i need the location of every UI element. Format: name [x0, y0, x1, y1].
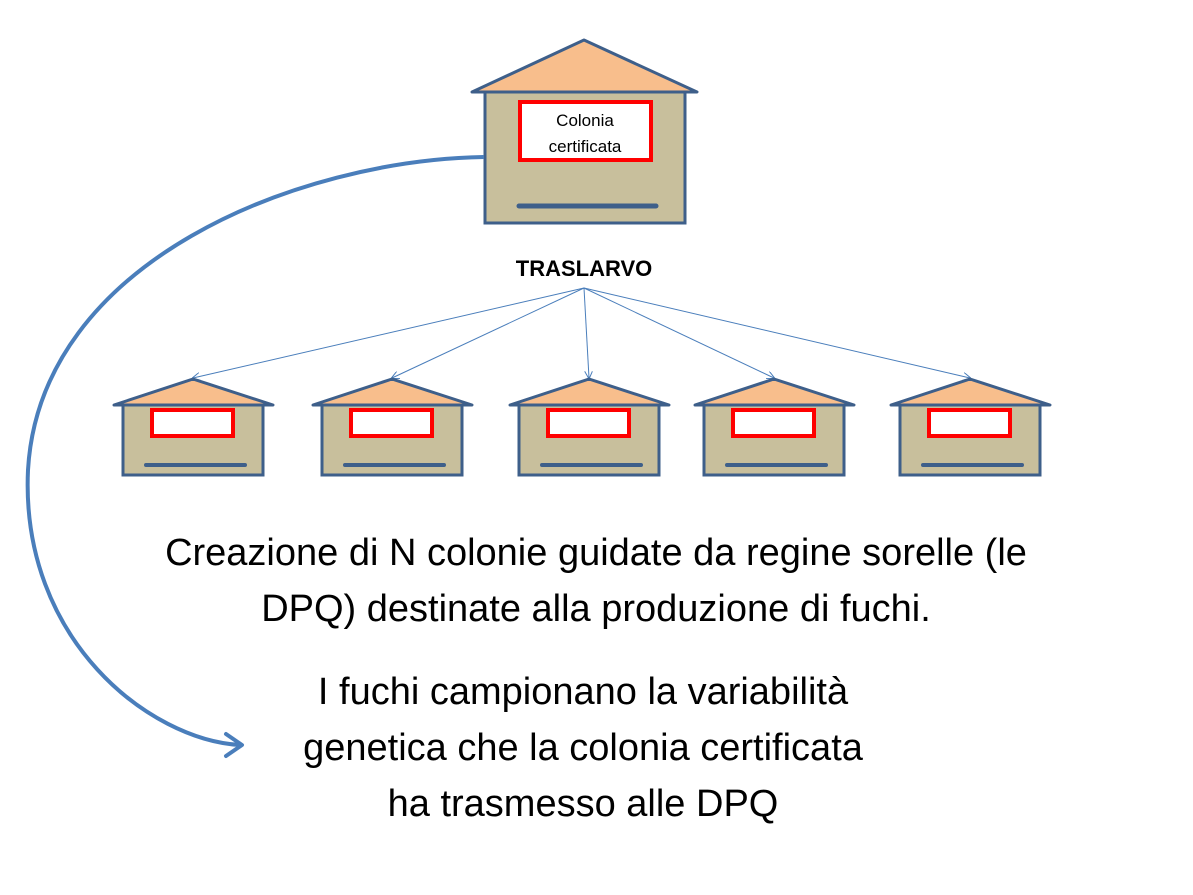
traslarvo-label: TRASLARVO — [515, 256, 653, 281]
paragraph-2: I fuchi campionano la variabilità geneti… — [183, 664, 983, 832]
distribution-arrow — [392, 287, 585, 378]
label-window — [150, 408, 235, 438]
daughter-colony-house — [508, 377, 671, 477]
certified-colony-label: Colonia certificata — [548, 111, 622, 156]
label-window — [731, 408, 816, 438]
daughter-colony-house — [889, 377, 1052, 477]
roof — [470, 38, 699, 94]
label-window — [518, 100, 653, 162]
roof — [693, 377, 856, 407]
daughter-colony-house — [693, 377, 856, 477]
paragraph-2-line: genetica che la colonia certificata — [303, 727, 863, 769]
distribution-arrow — [583, 287, 774, 378]
curved-arrow-head — [224, 732, 244, 758]
daughter-colony-house — [112, 377, 275, 477]
roof — [508, 377, 671, 407]
paragraph-2-line: ha trasmesso alle DPQ — [387, 783, 779, 825]
paragraph-2-line: I fuchi campionano la variabilità — [317, 671, 849, 713]
paragraph-1-line: Creazione di N colonie guidate da regine… — [165, 532, 1027, 574]
roof — [112, 377, 275, 407]
distribution-arrow — [193, 287, 585, 378]
roof — [311, 377, 474, 407]
curved-arrow — [25, 155, 485, 747]
label-window — [349, 408, 434, 438]
paragraph-1-line: DPQ) destinate alla produzione di fuchi. — [261, 588, 931, 630]
certified-colony-house — [470, 38, 699, 225]
distribution-arrow — [583, 287, 589, 378]
label-window — [546, 408, 631, 438]
distribution-arrow — [583, 287, 970, 378]
roof — [889, 377, 1052, 407]
paragraph-1: Creazione di N colonie guidate da regine… — [60, 525, 1132, 637]
label-window — [927, 408, 1012, 438]
daughter-colony-house — [311, 377, 474, 477]
